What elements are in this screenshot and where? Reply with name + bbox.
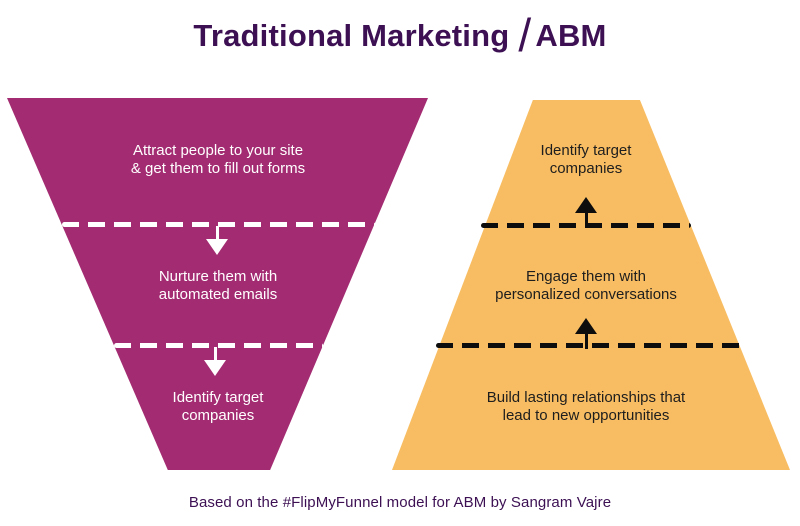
funnel-stage-nurture-line1: Nurture them with xyxy=(158,268,278,285)
pyramid-stage-engage: Engage them with personalized conversati… xyxy=(436,268,736,303)
attribution-caption: Based on the #FlipMyFunnel model for ABM… xyxy=(188,494,612,511)
pyramid-divider-1-dashed-line xyxy=(481,223,691,228)
funnel-stage-identify-line2: companies xyxy=(181,406,255,424)
page-title: Traditional Marketing/ABM xyxy=(193,9,607,61)
funnel-stage-identify-line1: Identify target xyxy=(172,389,264,406)
down-arrow-icon xyxy=(206,226,228,255)
up-arrow-icon xyxy=(575,197,597,228)
pyramid-stage-identify-line2: companies xyxy=(549,159,623,177)
down-arrow-head xyxy=(204,360,226,376)
funnel-divider-2-dashed-line xyxy=(114,343,323,348)
funnel-stage-attract-line2: & get them to fill out forms xyxy=(130,159,306,177)
up-arrow-icon xyxy=(575,318,597,349)
up-arrow-head xyxy=(575,318,597,334)
title-left-text: Traditional Marketing xyxy=(193,18,510,53)
down-arrow-stem xyxy=(213,347,217,360)
down-arrow-stem xyxy=(215,226,219,239)
up-arrow-head xyxy=(575,197,597,213)
pyramid-stage-build: Build lasting relationships that lead to… xyxy=(411,389,761,424)
pyramid-stage-build-line2: lead to new opportunities xyxy=(502,406,670,424)
funnel-stage-attract-line1: Attract people to your site xyxy=(132,142,304,159)
pyramid-stage-identify: Identify target companies xyxy=(461,142,711,177)
funnel-stage-attract: Attract people to your site & get them t… xyxy=(68,142,368,177)
funnel-stage-nurture-line2: automated emails xyxy=(158,285,278,303)
pyramid-divider-2-dashed-line xyxy=(436,343,742,348)
funnel-stage-nurture: Nurture them with automated emails xyxy=(93,268,343,303)
title-right-text: ABM xyxy=(535,18,607,53)
up-arrow-stem xyxy=(584,334,588,349)
pyramid-stage-engage-line2: personalized conversations xyxy=(495,285,677,303)
funnel-divider-1-dashed-line xyxy=(62,222,375,227)
funnel-stage-identify: Identify target companies xyxy=(118,389,318,424)
pyramid-stage-engage-line1: Engage them with xyxy=(525,268,647,285)
pyramid-stage-build-line1: Build lasting relationships that xyxy=(486,389,686,406)
down-arrow-icon xyxy=(204,347,226,376)
pyramid-stage-identify-line1: Identify target xyxy=(540,142,632,159)
down-arrow-head xyxy=(206,239,228,255)
up-arrow-stem xyxy=(584,213,588,228)
